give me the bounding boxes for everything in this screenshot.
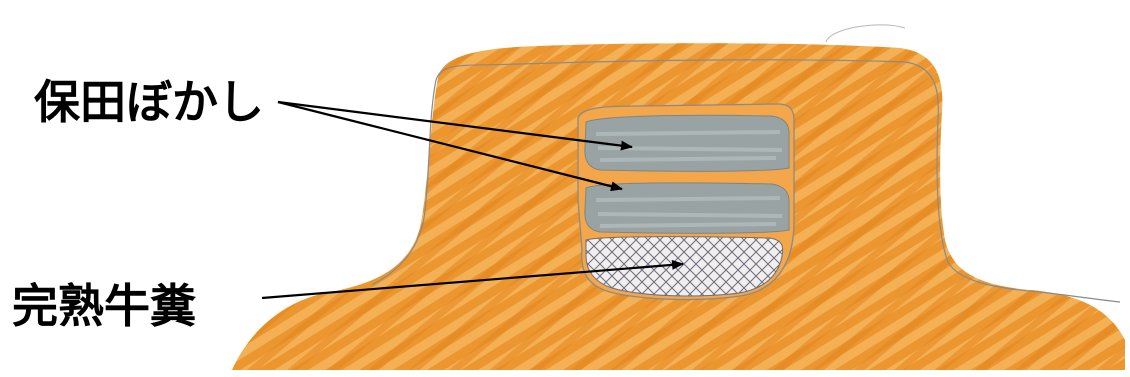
bokashi-layer-bottom	[585, 183, 789, 234]
manure-layer	[586, 237, 783, 296]
bokashi-layer-top	[585, 115, 789, 171]
label-bokashi: 保田ぼかし	[34, 75, 264, 129]
label-manure: 完熟牛糞	[12, 279, 197, 333]
